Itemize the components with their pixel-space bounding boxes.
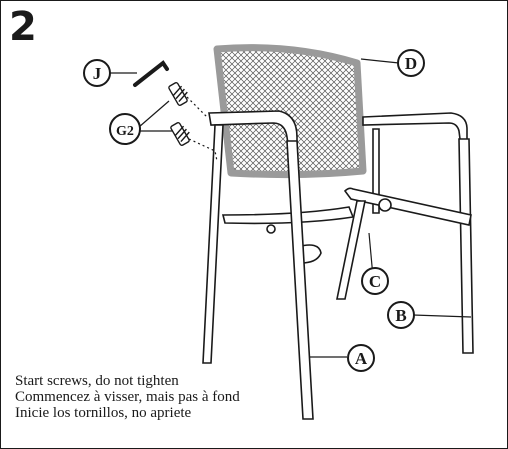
screw-guide-lower xyxy=(188,138,218,162)
svg-text:B: B xyxy=(395,306,406,325)
right-armrest xyxy=(362,112,474,354)
svg-text:J: J xyxy=(93,64,102,83)
svg-text:A: A xyxy=(355,349,368,368)
svg-text:D: D xyxy=(405,54,417,73)
svg-text:G2: G2 xyxy=(116,124,134,139)
instruction-french: Commencez à visser, mais pas à fond xyxy=(15,389,240,405)
left-armrest-frame xyxy=(202,110,314,420)
callout-c: C xyxy=(361,267,389,295)
allen-key xyxy=(133,60,169,87)
instruction-spanish: Inicie los tornillos, no apriete xyxy=(15,405,192,421)
step-number: 2 xyxy=(9,4,37,50)
leader-lines xyxy=(109,58,472,358)
screw-guide-upper xyxy=(186,96,208,118)
callout-g2: G2 xyxy=(109,113,141,145)
svg-text:C: C xyxy=(369,272,381,291)
instruction-text-block: Start screws, do not tighten Commencez à… xyxy=(15,373,240,421)
backrest-mesh-panel xyxy=(213,44,367,179)
cross-stretcher xyxy=(221,187,472,300)
callout-b: B xyxy=(387,301,415,329)
callout-d: D xyxy=(397,49,425,77)
instruction-english: Start screws, do not tighten xyxy=(15,373,179,389)
screw-lower xyxy=(170,122,190,146)
callout-j: J xyxy=(83,59,111,87)
screw-upper xyxy=(168,82,188,106)
callout-a: A xyxy=(347,344,375,372)
